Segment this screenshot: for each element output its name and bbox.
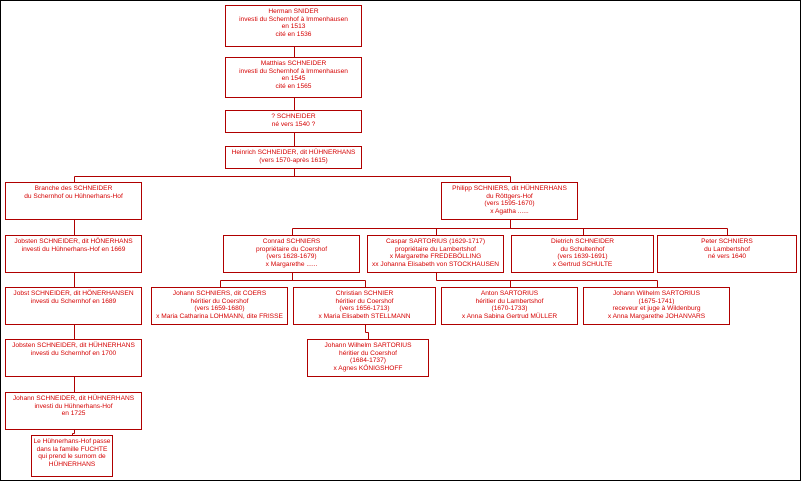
person-box-line: héritier du Lambertshof <box>475 297 544 305</box>
person-box-line: cité en 1536 <box>275 30 312 38</box>
person-box-line: x Margarethe ...... <box>265 260 318 268</box>
person-box-line: Jobsten SCHNEIDER, dit HÜHNERHANS <box>12 342 135 349</box>
person-box-line: Johann SCHNEIDER, dit HÜHNERHANS <box>12 395 135 402</box>
person-box-line: propriétaire du Coershof <box>255 245 328 253</box>
person-box-line: x Maria Catharina LOHMANN, dite FRISSE <box>156 312 283 320</box>
person-box-line: du Schernhof ou Hühnerhans-Hof <box>24 192 123 200</box>
person-box-line: Jobsten SCHNEIDER, dit HÖNERHANS <box>14 238 133 245</box>
person-box-line: Johann Wilhelm SARTORIUS <box>324 342 412 349</box>
person-box-line: Dietrich SCHNEIDER <box>550 238 615 245</box>
person-box-line: x Anna Margarethe JOHANVARS <box>607 312 706 320</box>
person-box-line: (vers 1639-1691) <box>557 253 608 261</box>
person-box-line: x Agnes KÖNIGSHOFF <box>333 364 403 372</box>
person-box-line: né vers 1640 <box>707 253 747 261</box>
person-box-line: investi du Hühnerhans-Hof en 1669 <box>21 245 126 253</box>
person-box-line: en 1545 <box>281 75 306 83</box>
person-box-line: (1670-1733) <box>491 305 528 313</box>
person-box-line: investi du Hühnerhans-Hof <box>34 402 113 410</box>
person-box: Caspar SARTORIUS (1629-1717)propriétaire… <box>367 235 504 273</box>
person-box-line: en 1725 <box>61 410 86 418</box>
person-box-line: en 1513 <box>281 23 306 31</box>
person-box-line: (1675-1741) <box>638 297 675 305</box>
person-box-line: du Röttgers-Hof <box>486 192 533 200</box>
person-box-line: (vers 1656-1713) <box>339 305 390 313</box>
person-box-line: investi du Schernhof en 1700 <box>30 349 117 357</box>
person-box-line: Christian SCHNIER <box>335 290 394 297</box>
person-box-line: Philipp SCHNIERS, dit HÜHNERHANS <box>452 185 567 192</box>
person-box-line: Johann Wilhelm SARTORIUS <box>613 290 700 297</box>
person-box-line: (1684-1737) <box>350 357 386 365</box>
person-box-line: Herman SNIDER <box>268 8 319 15</box>
person-box-line: x Margarethe FREDEBÖLLING <box>389 253 482 261</box>
person-box-line: Jobst SCHNEIDER, dit HÖNERHANSEN <box>13 290 134 297</box>
person-box-line: Johann SCHNIERS, dit COERS <box>172 290 267 297</box>
person-box-line: Conrad SCHNIERS <box>262 238 321 245</box>
person-box-line: investi du Schernhof à Immenhausen <box>239 15 348 23</box>
person-box-line: Peter SCHNIERS <box>701 238 753 245</box>
person-box-line: dans la famille FUCHTE <box>36 445 108 453</box>
person-box-line: propriétaire du Lambertshof <box>394 245 476 253</box>
person-box-line: x Agatha ...... <box>490 207 529 215</box>
person-box-line: Caspar SARTORIUS (1629-1717) <box>385 238 486 245</box>
person-box-line: (vers 1595-1670) <box>484 200 535 208</box>
person-box-line: investi du Schernhof en 1689 <box>30 297 117 305</box>
person-box-line: héritier du Coershof <box>339 349 397 357</box>
person-box-line: x Gertrud SCHULTE <box>552 260 613 268</box>
person-box: Johann Wilhelm SARTORIUS(1675-1741)recev… <box>583 287 730 325</box>
person-box-line: Branche des SCHNEIDER <box>34 185 113 192</box>
person-box-line: ? SCHNEIDER <box>271 113 316 120</box>
person-box-line: du Schultenhof <box>560 245 605 253</box>
person-box-line: cité en 1565 <box>275 82 312 90</box>
person-box: Heinrich SCHNEIDER, dit HÜHNERHANS(vers … <box>225 146 362 169</box>
person-box-line: qui prend le surnom de <box>38 453 106 461</box>
person-box-line: investi du Schernhof à Immenhausen <box>239 67 348 75</box>
person-box-line: (vers 1570-après 1615) <box>259 156 328 164</box>
person-box-line: (vers 1659-1680) <box>194 305 245 313</box>
person-box-line: xx Johanna Elisabeth von STOCKHAUSEN <box>371 260 500 268</box>
person-box-line: HÜHNERHANS <box>48 460 96 468</box>
person-box-line: né vers 1540 ? <box>271 120 316 128</box>
person-box-line: Anton SARTORIUS <box>480 290 539 297</box>
person-box-line: héritier du Coershof <box>190 297 249 305</box>
person-box-line: héritier du Coershof <box>335 297 394 305</box>
person-box-line: du Lambertshof <box>704 245 750 253</box>
person-box-line: receveur et juge à Wildenburg <box>612 305 701 313</box>
person-box-line: (vers 1628-1679) <box>266 253 317 261</box>
person-box-line: Matthias SCHNEIDER <box>260 60 327 67</box>
person-box-line: Le Hühnerhans-Hof passe <box>33 438 111 445</box>
person-box-line: x Maria Elisabeth STELLMANN <box>318 312 411 320</box>
person-box-line: x Anna Sabina Gertrud MÜLLER <box>461 312 558 320</box>
person-box-line: Heinrich SCHNEIDER, dit HÜHNERHANS <box>231 149 356 156</box>
